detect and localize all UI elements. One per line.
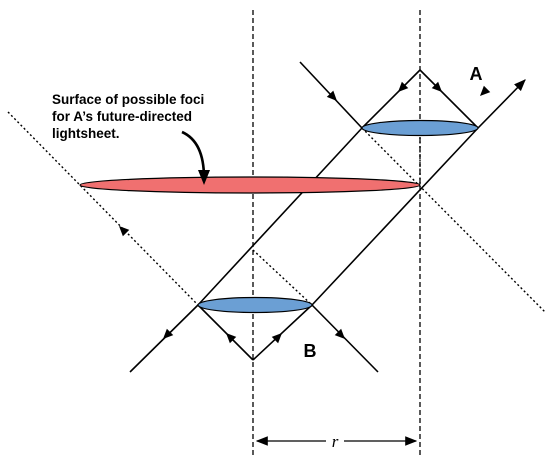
arrowhead-b-lower-left [163,328,174,339]
arrowhead-b-bottom-left [226,333,237,344]
arrowhead-a-upper-left [326,90,337,101]
arrowhead-a-dotted-right [480,85,491,96]
arrowhead-b-lower-right [334,328,345,339]
ray-parallel-left [197,127,363,306]
ray-a-outgoing-arrow [477,79,526,129]
lightsheet-disk-b [197,296,313,314]
caption-line-3: lightsheet. [52,126,120,141]
ray-parallel-right [311,127,479,306]
dotted-light-ray-right [361,127,546,313]
arrowhead-a-top-right [431,81,442,92]
event-a-label: A [470,64,483,84]
separation-label-bg [326,431,344,447]
dotted-light-ray-left [7,111,199,306]
event-b-label: B [304,341,317,361]
dotted-mid-segment [252,249,313,306]
arrowhead-b-bottom-right [271,333,282,344]
caption-line-2: for A’s future-directed [52,109,192,124]
arrowhead-a-top-left [398,81,409,92]
ray-b-lower-right [311,304,379,373]
ray-a-top-left [361,69,421,129]
ray-a-top-right [419,69,479,129]
ray-b-bottom-right [252,304,313,361]
caption-pointer-arrowhead [198,170,210,185]
caption-line-1: Surface of possible foci [52,92,204,107]
ray-b-bottom-left [197,304,254,361]
lightsheet-disk-a [361,119,479,137]
arrowhead-left-dotted-ray [119,226,130,237]
separation-label: r [332,432,339,451]
foci-surface-ellipse [79,176,421,194]
